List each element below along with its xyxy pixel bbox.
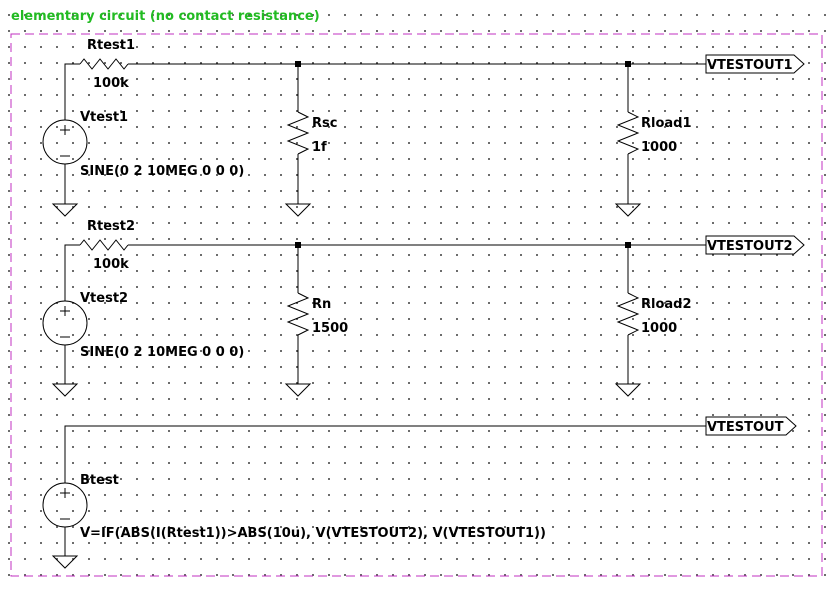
ground-icon <box>51 203 79 217</box>
voltage-source-vtest2-symbol[interactable] <box>42 296 88 384</box>
schematic-title: elementary circuit (no contact resistanc… <box>11 9 320 24</box>
row-2: VTESTOUT2 <box>42 235 805 397</box>
btest-name-label[interactable]: Btest <box>80 473 119 488</box>
rtest1-value-label[interactable]: 100k <box>93 76 129 91</box>
ground-icon <box>614 203 642 217</box>
resistor-rn-symbol[interactable] <box>286 245 310 384</box>
row-1: VTESTOUT1 <box>42 54 805 217</box>
ground-icon <box>284 383 312 397</box>
vtest1-name-label[interactable]: Vtest1 <box>80 110 129 125</box>
rload1-value-label[interactable]: 1000 <box>641 140 678 155</box>
rn-value-label[interactable]: 1500 <box>312 321 349 336</box>
net-flag-vtestout-label: VTESTOUT <box>707 420 784 435</box>
rload1-name-label[interactable]: Rload1 <box>641 116 692 131</box>
rtest2-value-label[interactable]: 100k <box>93 257 129 272</box>
ground-icon <box>51 383 79 397</box>
rsc-value-label[interactable]: 1f <box>312 140 327 155</box>
voltage-source-vtest1-symbol[interactable] <box>42 115 88 204</box>
behavioral-source-btest-symbol[interactable] <box>42 478 88 556</box>
vtest2-value-label[interactable]: SINE(0 2 10MEG 0 0 0) <box>80 345 245 360</box>
resistor-rload2-symbol[interactable] <box>616 245 640 384</box>
ground-icon <box>614 383 642 397</box>
row-3: VTESTOUT <box>42 416 797 569</box>
net-flag-vtestout1[interactable]: VTESTOUT1 <box>705 54 805 74</box>
rn-name-label[interactable]: Rn <box>312 297 332 312</box>
net-flag-vtestout2-label: VTESTOUT2 <box>707 239 793 254</box>
net-flag-vtestout1-label: VTESTOUT1 <box>707 58 793 73</box>
rload2-name-label[interactable]: Rload2 <box>641 297 692 312</box>
resistor-rtest1-symbol[interactable] <box>79 58 129 70</box>
btest-value-label[interactable]: V=IF(ABS(I(Rtest1))>ABS(10u), V(VTESTOUT… <box>80 526 546 541</box>
rload2-value-label[interactable]: 1000 <box>641 321 678 336</box>
ground-icon <box>51 555 79 569</box>
wire[interactable] <box>64 425 706 478</box>
net-flag-vtestout2[interactable]: VTESTOUT2 <box>705 235 805 255</box>
resistor-rtest2-symbol[interactable] <box>79 239 129 251</box>
wire[interactable] <box>64 63 80 115</box>
rsc-name-label[interactable]: Rsc <box>312 116 338 131</box>
resistor-rsc-symbol[interactable] <box>286 64 310 204</box>
circuit-frame <box>10 33 823 577</box>
wire[interactable] <box>64 244 80 296</box>
rtest2-name-label[interactable]: Rtest2 <box>87 219 136 234</box>
ground-icon <box>284 203 312 217</box>
vtest2-name-label[interactable]: Vtest2 <box>80 291 129 306</box>
net-flag-vtestout[interactable]: VTESTOUT <box>705 416 797 436</box>
vtest1-value-label[interactable]: SINE(0 2 10MEG 0 0 0) <box>80 164 245 179</box>
rtest1-name-label[interactable]: Rtest1 <box>87 38 136 53</box>
resistor-rload1-symbol[interactable] <box>616 64 640 204</box>
